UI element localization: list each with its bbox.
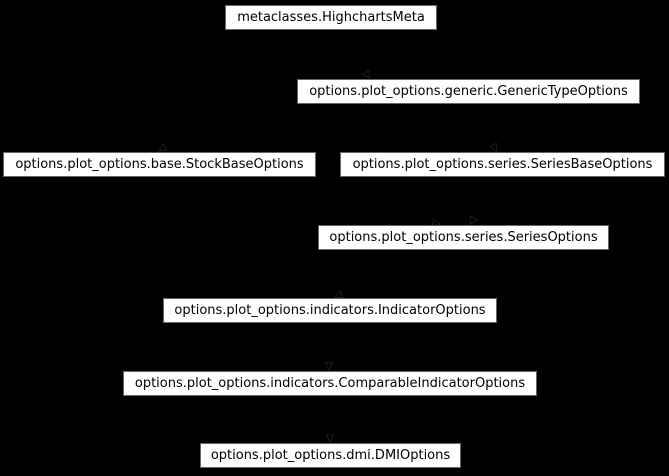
- node-seriesbaseoptions[interactable]: options.plot_options.series.SeriesBaseOp…: [340, 152, 665, 177]
- node-label: options.plot_options.indicators.Indicato…: [174, 303, 486, 318]
- node-dmioptions[interactable]: options.plot_options.dmi.DMIOptions: [200, 443, 461, 468]
- node-label: options.plot_options.dmi.DMIOptions: [210, 448, 451, 463]
- edge-generictypeoptions-seriesbaseoptions: [467, 103, 498, 152]
- node-label: options.plot_options.series.SeriesOption…: [329, 230, 598, 245]
- edge-stockbaseoptions-seriesoptions: [158, 176, 441, 227]
- node-stockbaseoptions[interactable]: options.plot_options.base.StockBaseOptio…: [3, 152, 316, 177]
- node-label: options.plot_options.base.StockBaseOptio…: [15, 157, 304, 172]
- node-comparableindicatoroptions[interactable]: options.plot_options.indicators.Comparab…: [123, 371, 537, 396]
- node-label: metaclasses.HighchartsMeta: [237, 10, 425, 25]
- node-seriesoptions[interactable]: options.plot_options.series.SeriesOption…: [318, 225, 609, 250]
- node-label: options.plot_options.indicators.Comparab…: [134, 376, 526, 391]
- edge-highchartsmeta-generictypeoptions: [330, 29, 371, 79]
- node-metaclasses-highchartsmeta[interactable]: metaclasses.HighchartsMeta: [225, 5, 437, 30]
- node-label: options.plot_options.series.SeriesBaseOp…: [352, 157, 653, 172]
- edge-seriesbaseoptions-seriesoptions: [469, 176, 503, 225]
- node-label: options.plot_options.generic.GenericType…: [309, 84, 628, 99]
- node-indicatoroptions[interactable]: options.plot_options.indicators.Indicato…: [163, 298, 497, 323]
- edge-seriesoptions-indicatoroptions: [334, 249, 464, 299]
- node-generictypeoptions[interactable]: options.plot_options.generic.GenericType…: [297, 79, 640, 104]
- edge-indicatoroptions-comparableindicatoroptions: [324, 322, 334, 371]
